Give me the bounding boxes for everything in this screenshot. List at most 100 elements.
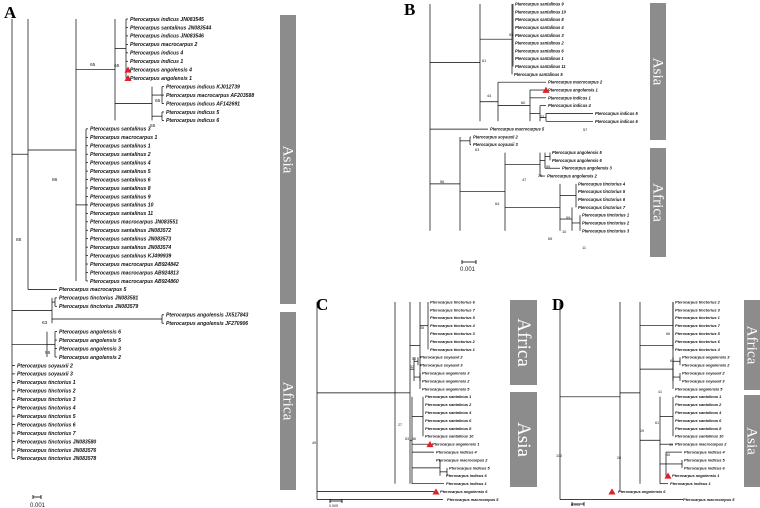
panel-a-taxon-label: Pterocarpus tinctorius 4 <box>17 406 76 412</box>
panel-b-bootstrap-value: 11 <box>582 245 586 250</box>
panel-b-region-label-africa: Africa <box>650 183 667 222</box>
panel-a-taxon-label: Pterocarpus macrocarpus 1 <box>90 135 158 141</box>
panel-d-region-bar-asia <box>744 395 760 487</box>
panel-b-taxon-label: Pterocarpus santalinus 9 <box>515 1 564 6</box>
panel-b-taxon-label: Pterocarpus tinctorius 4 <box>578 181 626 186</box>
panel-d-taxon-label: Pterocarpus indicus 6 <box>684 465 725 470</box>
panel-d-taxon-label: Pterocarpus santalinus 8 <box>675 426 722 431</box>
panel-b-taxon-label: Pterocarpus macrocarpus 5 <box>490 127 545 132</box>
panel-a-taxon-label: Pterocarpus santalinus JN083572 <box>90 228 171 234</box>
panel-c-taxon-label: Pterocarpus santalinus 4 <box>425 410 472 415</box>
panel-b-taxon-label: Pterocarpus santalinus 3 <box>515 33 564 38</box>
panel-b-taxon-label: Pterocarpus tinctorius 2 <box>582 220 630 225</box>
panel-b-taxon-label: Pterocarpus santalinus 11 <box>515 64 566 69</box>
panel-c-region-label-asia: Asia <box>513 422 534 457</box>
panel-c-taxon-label: Pterocarpus santalinus 6 <box>425 418 472 423</box>
panel-d-taxon-label: Pterocarpus macrocarpus 5 <box>683 497 735 502</box>
panel-a-taxon-label: Pterocarpus angolensis JX517843 <box>166 313 249 319</box>
panel-d-taxon-label: Pterocarpus macrocarpus 2 <box>675 442 727 447</box>
panel-a-taxon-label: Pterocarpus tinctorius 5 <box>17 414 76 420</box>
panel-a-taxon-label: Pterocarpus angolensis 5 <box>59 338 121 344</box>
panel-a-taxon-label: Pterocarpus angolensis JF270906 <box>166 321 248 327</box>
panel-c-taxon-label: Pterocarpus tinctorius 5 <box>430 315 476 320</box>
panel-d-taxon-label: Pterocarpus tinctorius 5 <box>675 331 721 336</box>
panel-b-bootstrap-value: 61 <box>482 58 486 63</box>
panel-b-taxon-label: Pterocarpus indicus 6 <box>595 119 638 124</box>
panel-c-taxon-label: Pterocarpus tinctorius 6 <box>430 299 476 304</box>
panel-b-taxon-label: Pterocarpus santalinus 8 <box>515 17 564 22</box>
panel-c-region-label-africa: Africa <box>513 318 534 367</box>
panel-c-region-bar-africa <box>510 300 537 385</box>
panel-c-taxon-label: Pterocarpus indicus 5 <box>449 465 490 470</box>
panel-c-taxon-label: Pterocarpus angolensis 5 <box>422 386 470 391</box>
panel-a-taxon-label: Pterocarpus indicus JN083546 <box>130 34 204 40</box>
panel-a-taxon-label: Pterocarpus macrocarpus 2 <box>130 42 198 48</box>
panel-c-bootstrap-value: 63 <box>405 437 409 441</box>
panel-c-scale-label: 0.005 <box>329 504 338 508</box>
panel-d-bootstrap-value: 61 <box>655 421 659 425</box>
panel-a-bootstrap-value: 85 <box>16 237 22 243</box>
panel-b-taxon-label: Pterocarpus santalinus 1 <box>515 56 564 61</box>
panel-d-taxon-label: Pterocarpus soyauxii 2 <box>682 371 725 376</box>
panel-d-taxon-label: Pterocarpus angolensis 6 <box>618 489 666 494</box>
panel-c-bootstrap-value: 55 <box>420 326 424 330</box>
panel-d-taxon-label: Pterocarpus angolensis 2 <box>682 363 730 368</box>
panel-d-taxon-label: Pterocarpus tinctorius 3 <box>675 307 721 312</box>
panel-b-taxon-label: Pterocarpus santalinus 5 <box>514 72 563 77</box>
panel-c-taxon-label: Pterocarpus tinctorius 1 <box>430 347 475 352</box>
panel-b-bootstrap-value: 10 <box>562 229 566 234</box>
panel-a-region-label-asia: Asia <box>280 146 297 174</box>
panel-b-taxon-label: Pterocarpus santalinus 2 <box>515 41 564 46</box>
panel-a-taxon-label: Pterocarpus santalinus 10 <box>90 203 154 209</box>
panel-d-highlight-triangle <box>608 488 616 495</box>
panel-a-region-label-africa: Africa <box>280 382 297 421</box>
panel-b-taxon-label: Pterocarpus soyauxii 2 <box>473 134 519 139</box>
panel-c-taxon-label: Pterocarpus macrocarpus 2 <box>436 457 488 462</box>
panel-a-bootstrap-value: 65 <box>150 123 156 129</box>
panel-b-taxon-label: Pterocarpus tinctorius 7 <box>578 205 626 210</box>
panel-b-bootstrap-value: 29 <box>538 173 542 178</box>
panel-b-taxon-label: Pterocarpus indicus 1 <box>548 95 591 100</box>
panel-d-taxon-label: Pterocarpus santalinus 6 <box>675 418 722 423</box>
panel-a-taxon-label: Pterocarpus santalinus 9 <box>90 194 151 200</box>
panel-b-bootstrap-value: 47 <box>522 177 526 182</box>
panel-a-taxon-label: Pterocarpus tinctorius 2 <box>17 389 76 395</box>
panel-c-taxon-label: Pterocarpus santalinus 2 <box>425 402 472 407</box>
panel-a-bootstrap-value: 66 <box>155 98 161 104</box>
panel-d-taxon-label: Pterocarpus indicus 1 <box>670 481 711 486</box>
panel-d-taxon-label: Pterocarpus santalinus 2 <box>675 402 722 407</box>
panel-b-taxon-label: Pterocarpus tinctorius 5 <box>578 189 626 194</box>
panel-a-taxon-label: Pterocarpus angolensis 2 <box>59 355 121 361</box>
panel-d-taxon-label: Pterocarpus soyauxii 3 <box>682 378 725 383</box>
panel-c-taxon-label: Pterocarpus tinctorius 3 <box>430 331 476 336</box>
panel-b-taxon-label: Pterocarpus angolensis 3 <box>562 166 613 171</box>
panel-a-taxon-label: Pterocarpus tinctorius 3 <box>17 397 76 403</box>
panel-a-taxon-label: Pterocarpus soyauxii 3 <box>17 372 73 378</box>
panel-b-taxon-label: Pterocarpus tinctorius 3 <box>582 228 630 233</box>
panel-a-taxon-label: Pterocarpus macrocarpus JN083551 <box>90 220 178 226</box>
panel-b-taxon-label: Pterocarpus soyauxii 3 <box>473 142 519 147</box>
panel-c-taxon-label: Pterocarpus tinctorius 2 <box>430 339 476 344</box>
panel-c-bootstrap-value: 49 <box>312 441 316 445</box>
panel-c-taxon-label: Pterocarpus angolensis 2 <box>422 378 470 383</box>
panel-d-bootstrap-value: 41 <box>658 390 662 394</box>
panel-a-bootstrap-value: 65 <box>90 62 96 68</box>
panel-a-taxon-label: Pterocarpus indicus KJ012739 <box>166 84 240 90</box>
panel-d-taxon-label: Pterocarpus indicus 4 <box>684 450 725 455</box>
panel-b-taxon-label: Pterocarpus angolensis 1 <box>548 87 599 92</box>
panel-c-letter: C <box>316 295 328 314</box>
panel-c-taxon-label: Pterocarpus tinctorius 7 <box>430 307 476 312</box>
panel-b-taxon-label: Pterocarpus indicus 4 <box>548 103 591 108</box>
panel-c-taxon-label: Pterocarpus tinctorius 4 <box>430 323 476 328</box>
panel-a-taxon-label: Pterocarpus macrocarpus AB924842 <box>90 262 179 268</box>
panel-b-letter: B <box>404 0 415 19</box>
panel-b-taxon-label: Pterocarpus angolensis 5 <box>552 150 603 155</box>
panel-d-taxon-label: Pterocarpus tinctorius 2 <box>675 299 721 304</box>
panel-a-taxon-label: Pterocarpus indicus JN083545 <box>130 17 204 23</box>
panel-d-taxon-label: Pterocarpus tinctorius 4 <box>675 347 721 352</box>
panel-d-taxon-label: Pterocarpus tinctorius 7 <box>675 323 721 328</box>
panel-a-taxon-label: Pterocarpus macrocarpus AB924813 <box>90 270 179 276</box>
panel-a-letter: A <box>4 3 17 22</box>
panel-d-taxon-label: Pterocarpus tinctorius 1 <box>675 315 720 320</box>
panel-a-taxon-label: Pterocarpus tinctorius JN083576 <box>17 448 96 454</box>
